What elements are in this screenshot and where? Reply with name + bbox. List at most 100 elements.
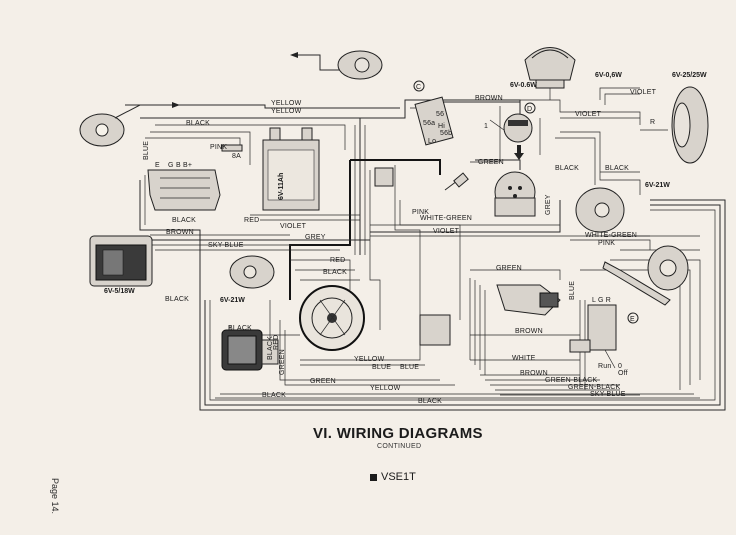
label-blue: BLUE bbox=[143, 141, 150, 160]
switch-label: 56b bbox=[440, 130, 452, 137]
marker-e bbox=[627, 312, 639, 324]
light-switch bbox=[414, 96, 454, 146]
switch-lo-label: Lo bbox=[428, 138, 436, 145]
label-grey: GREY bbox=[305, 234, 326, 241]
label-red: RED bbox=[330, 257, 345, 264]
label-black: BLACK bbox=[267, 336, 274, 360]
harness-top bbox=[140, 99, 521, 128]
label-green: GREEN bbox=[279, 349, 286, 375]
terminal-label: E bbox=[155, 162, 160, 169]
switch-label: 56 bbox=[436, 111, 444, 118]
label-black: BLACK bbox=[418, 398, 442, 405]
label-green: GREEN bbox=[310, 378, 336, 385]
harness-frame-2 bbox=[204, 204, 721, 406]
label-white: WHITE bbox=[512, 355, 536, 362]
handlebar-switch bbox=[569, 304, 617, 369]
zero-label: 0 bbox=[618, 363, 622, 370]
label-sky-blue: SKY-BLUE bbox=[590, 391, 626, 398]
label-black: BLACK bbox=[186, 120, 210, 127]
label-brown: BROWN bbox=[515, 328, 543, 335]
main-switch bbox=[494, 171, 536, 217]
flasher-relay bbox=[496, 284, 561, 316]
ignition-coil bbox=[221, 329, 279, 371]
fuse bbox=[221, 144, 243, 152]
marker-d bbox=[524, 102, 536, 114]
label-brown: BROWN bbox=[475, 95, 503, 102]
label-black: BLACK bbox=[323, 269, 347, 276]
front-left-lamp bbox=[79, 102, 180, 147]
label-sky-blue: SKY-BLUE bbox=[208, 242, 244, 249]
label-black: BLACK bbox=[172, 217, 196, 224]
label-violet: VIOLET bbox=[433, 228, 460, 235]
page-subtitle: CONTINUED bbox=[377, 443, 422, 450]
speedometer bbox=[524, 47, 576, 100]
label-blue: BLUE bbox=[372, 364, 391, 371]
bulb-label: 6V-5/18W bbox=[104, 288, 135, 295]
label-green-black: GREEN-BLACK bbox=[568, 384, 621, 391]
label-black: BLACK bbox=[262, 392, 286, 399]
terminal-label: R bbox=[650, 119, 655, 126]
switch-terminal-label: L G R bbox=[592, 297, 611, 304]
label-pink: PINK bbox=[598, 240, 615, 247]
flywheel-magneto bbox=[299, 285, 365, 351]
page-title: VI. WIRING DIAGRAMS bbox=[313, 425, 483, 442]
terminal-label: B+ bbox=[183, 162, 192, 169]
label-white-green: WHITE-GREEN bbox=[585, 232, 637, 239]
label-black: BLACK bbox=[555, 165, 579, 172]
rectifier bbox=[147, 169, 221, 211]
label-pink: PINK bbox=[412, 209, 429, 216]
label-violet: VIOLET bbox=[630, 89, 657, 96]
model-text: VSE1T bbox=[381, 471, 416, 483]
bulb-label: 6V-21W bbox=[645, 182, 670, 189]
label-pink: PINK bbox=[210, 144, 227, 151]
headlamp bbox=[640, 86, 709, 164]
bulb-label: 6V-25/25W bbox=[672, 72, 707, 79]
front-winker-right bbox=[575, 187, 625, 233]
harness-outer-frame bbox=[199, 199, 726, 411]
label-black: BLACK bbox=[165, 296, 189, 303]
label-brown: BROWN bbox=[520, 370, 548, 377]
rear-winker-left bbox=[229, 255, 275, 289]
label-green: GREEN bbox=[478, 159, 504, 166]
tail-lamp bbox=[89, 235, 153, 287]
bulb-label: 6V-21W bbox=[220, 297, 245, 304]
page-number: Page 14. bbox=[50, 478, 60, 515]
battery-label: 6V-11Ah bbox=[278, 173, 285, 200]
black-main-wire bbox=[350, 159, 441, 175]
horn bbox=[647, 245, 689, 291]
bulb-label: 6V-0.6W bbox=[510, 82, 537, 89]
label-yellow: YELLOW bbox=[370, 385, 401, 392]
fuse-label: 8A bbox=[232, 153, 241, 160]
switch-hi-label: Hi bbox=[438, 123, 445, 130]
label-brown: BROWN bbox=[166, 229, 194, 236]
label-blue: BLUE bbox=[400, 364, 419, 371]
bulb-label: 6V-0,6W bbox=[595, 72, 622, 79]
label-black: BLACK bbox=[228, 325, 252, 332]
label-grey: GREY bbox=[545, 194, 552, 215]
switch-label: 56a bbox=[423, 120, 435, 127]
marker-c bbox=[413, 80, 425, 92]
label-red: RED bbox=[273, 335, 280, 350]
label-yellow: YELLOW bbox=[354, 356, 385, 363]
spark-plug bbox=[374, 167, 469, 191]
label-green: GREEN bbox=[496, 265, 522, 272]
model-label: VSE1T bbox=[370, 471, 416, 483]
label-green-black: GREEN-BLACK bbox=[545, 377, 598, 384]
label-yellow: YELLOW bbox=[271, 108, 302, 115]
position-lamp bbox=[290, 50, 383, 80]
label-violet: VIOLET bbox=[575, 111, 602, 118]
label-white-green: WHITE-GREEN bbox=[420, 215, 472, 222]
battery bbox=[262, 127, 320, 211]
label-blue: BLUE bbox=[569, 281, 576, 300]
marker-d-label: D bbox=[527, 106, 532, 113]
one-label: 1 bbox=[484, 123, 488, 130]
label-black: BLACK bbox=[605, 165, 629, 172]
label-violet: VIOLET bbox=[280, 223, 307, 230]
junction-block bbox=[419, 314, 451, 346]
key-switch bbox=[489, 113, 533, 143]
off-label: Off bbox=[618, 370, 628, 377]
label-yellow: YELLOW bbox=[271, 100, 302, 107]
terminal-label: G bbox=[168, 162, 174, 169]
